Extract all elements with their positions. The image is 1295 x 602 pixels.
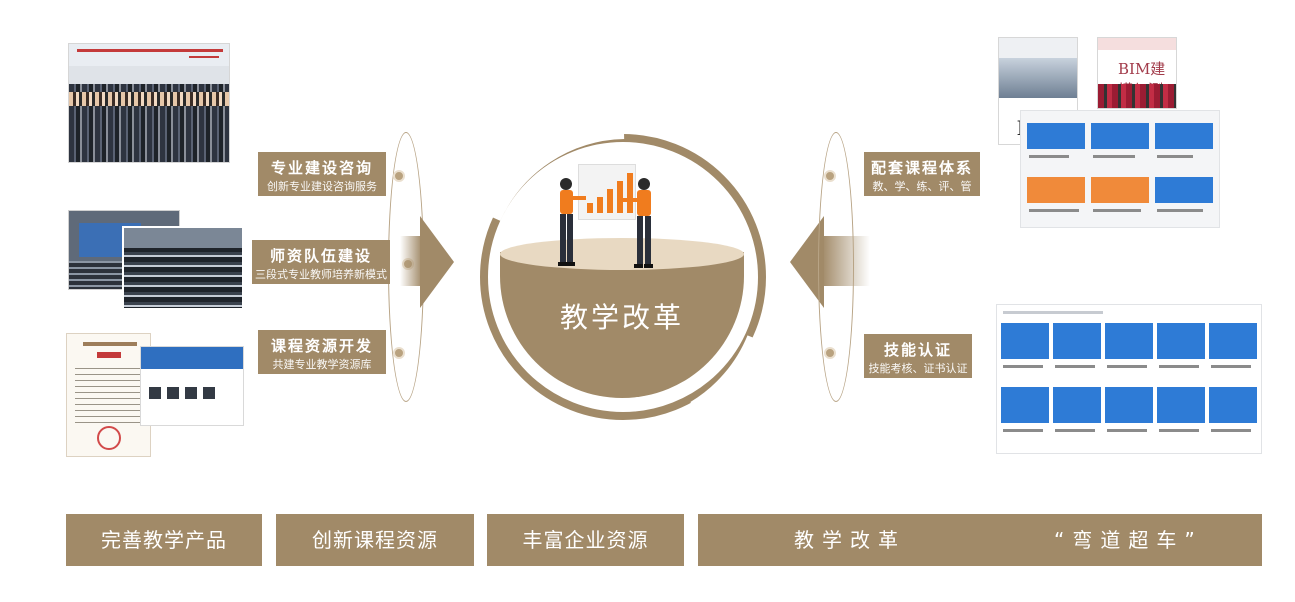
curriculum-label: 配套课程体系 教、学、练、评、管 — [864, 152, 980, 196]
resources-title: 课程资源开发 — [270, 337, 373, 355]
right-orbit-dot-1 — [824, 170, 836, 182]
right-orbit-dot-2 — [824, 347, 836, 359]
left-arrow-icon — [420, 216, 454, 308]
right-arrow-icon — [790, 216, 824, 308]
band-item-products: 完善教学产品 — [66, 514, 262, 566]
left-orbit-dot-1 — [393, 170, 405, 182]
left-arrow-shaft — [400, 236, 422, 286]
band-slogan-text: “弯道超车” — [1054, 528, 1203, 552]
resource-website-screenshot — [140, 346, 244, 426]
computer-lab-photo-image — [122, 226, 244, 310]
right-orbit-ring — [818, 132, 854, 402]
people-presenting-chart-icon — [558, 178, 653, 268]
faculty-title: 师资队伍建设 — [269, 247, 372, 265]
certificate-catalog-screenshot — [996, 304, 1262, 454]
consulting-title: 专业建设咨询 — [270, 159, 373, 177]
center-title: 教学改革 — [559, 301, 684, 334]
faculty-subtitle: 三段式专业教师培养新模式 — [255, 268, 387, 281]
chart-board — [578, 164, 636, 220]
certification-subtitle: 技能考核、证书认证 — [868, 362, 968, 375]
resources-subtitle: 共建专业教学资源库 — [272, 358, 372, 371]
faculty-label: 师资队伍建设 三段式专业教师培养新模式 — [252, 240, 390, 284]
consulting-label: 专业建设咨询 创新专业建设咨询服务 — [258, 152, 386, 196]
band-item-courses: 创新课程资源 — [276, 514, 474, 566]
center-ring-gaps — [487, 128, 761, 414]
bim-modeling-book-cover: BIM建模与测量 — [1097, 37, 1177, 109]
band-reform-slogan: 教学改革 “弯道超车” — [698, 514, 1262, 566]
group-photo-image — [68, 43, 230, 163]
curriculum-subtitle: 教、学、练、评、管 — [872, 180, 972, 193]
band-reform-text: 教学改革 — [794, 528, 906, 552]
band-item-enterprise: 丰富企业资源 — [487, 514, 684, 566]
curriculum-title: 配套课程体系 — [870, 159, 973, 177]
certificate-document-image — [66, 333, 151, 457]
certification-title: 技能认证 — [883, 341, 952, 359]
certification-label: 技能认证 技能考核、证书认证 — [864, 334, 972, 378]
left-orbit-dot-3 — [393, 347, 405, 359]
course-catalog-screenshot — [1020, 110, 1220, 228]
center-bowl-top — [500, 238, 744, 270]
resources-label: 课程资源开发 共建专业教学资源库 — [258, 330, 386, 374]
consulting-subtitle: 创新专业建设咨询服务 — [267, 180, 377, 193]
